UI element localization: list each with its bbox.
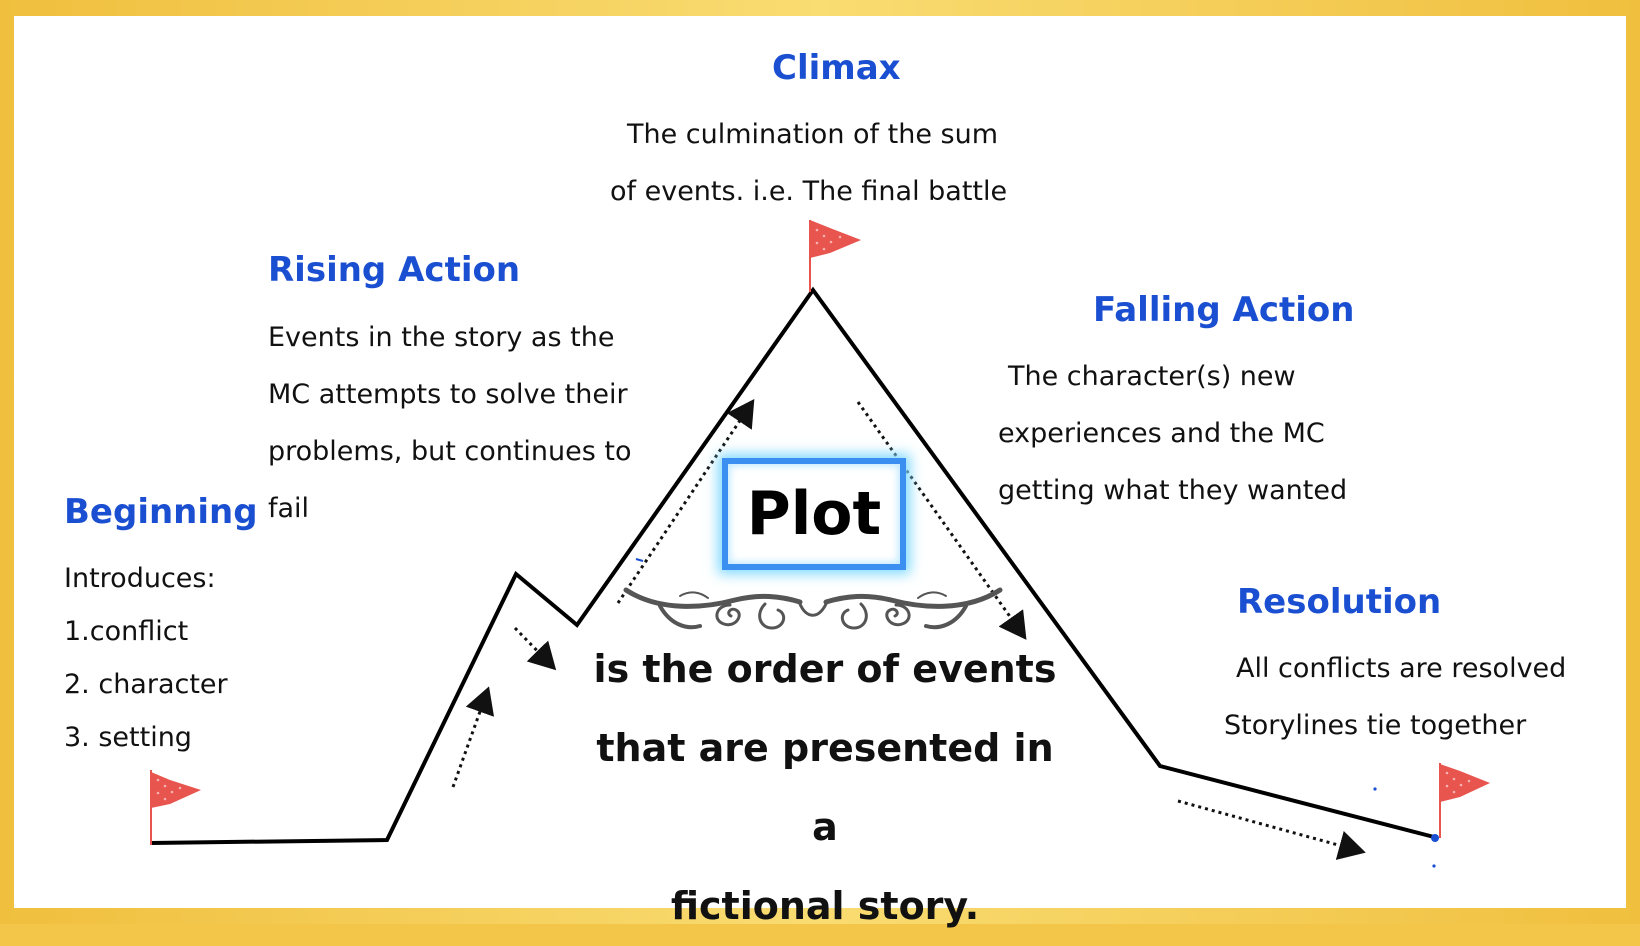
beginning-line: 2. character <box>64 669 228 700</box>
beginning-line: 1.conflict <box>64 616 189 647</box>
climax-line: The culmination of the sum <box>627 119 998 150</box>
climax-description: The culmination of the sum of events. i.… <box>610 106 1007 220</box>
marker-dot <box>1373 787 1377 791</box>
falling-line: experiences and the MC <box>998 418 1325 449</box>
definition-line: is the order of events <box>593 647 1057 691</box>
dotted-arrow-icon <box>856 401 1027 640</box>
rising-action-description: Events in the story as the MC attempts t… <box>268 309 632 537</box>
plot-definition: is the order of events that are presente… <box>580 630 1070 946</box>
resolution-line: All conflicts are resolved <box>1236 653 1567 684</box>
falling-action-description: The character(s) new experiences and the… <box>998 348 1347 519</box>
beginning-heading: Beginning <box>64 492 258 532</box>
rising-action-heading: Rising Action <box>268 250 521 290</box>
rising-line: fail <box>268 493 310 524</box>
resolution-line: Storylines tie together <box>1224 710 1527 741</box>
rising-line: Events in the story as the <box>268 322 615 353</box>
endpoint-dot <box>1431 834 1439 842</box>
marker-dot <box>1432 864 1436 868</box>
climax-heading: Climax <box>772 48 901 88</box>
swirl-ornament-icon <box>623 587 1003 630</box>
flag-icon <box>1439 763 1490 838</box>
dotted-arrow-icon <box>451 686 495 788</box>
dotted-arrow-icon <box>1177 799 1366 860</box>
plot-mountain-diagram <box>150 220 1490 868</box>
definition-line: fictional story. <box>670 884 980 928</box>
falling-action-heading: Falling Action <box>1093 290 1355 330</box>
resolution-description: All conflicts are resolved Storylines ti… <box>1224 640 1566 754</box>
falling-line: The character(s) new <box>1008 361 1296 392</box>
rising-line: problems, but continues to <box>268 436 632 467</box>
beginning-line: 3. setting <box>64 722 192 753</box>
climax-line: of events. i.e. The final battle <box>610 176 1008 207</box>
flag-icon <box>150 770 201 845</box>
dotted-arrow-icon <box>616 399 755 604</box>
definition-line: that are presented in a <box>596 726 1054 849</box>
flag-icon <box>809 220 861 292</box>
dotted-arrow-icon <box>513 626 557 671</box>
plot-line <box>150 286 1435 845</box>
rising-line: MC attempts to solve their <box>268 379 628 410</box>
falling-line: getting what they wanted <box>998 475 1348 506</box>
beginning-line: Introduces: <box>64 563 216 594</box>
plot-title: Plot <box>746 479 882 549</box>
plot-title-box: Plot <box>722 458 906 570</box>
marker-dash <box>635 558 644 562</box>
resolution-heading: Resolution <box>1237 582 1442 622</box>
beginning-description: Introduces: 1.conflict 2. character 3. s… <box>64 552 228 764</box>
